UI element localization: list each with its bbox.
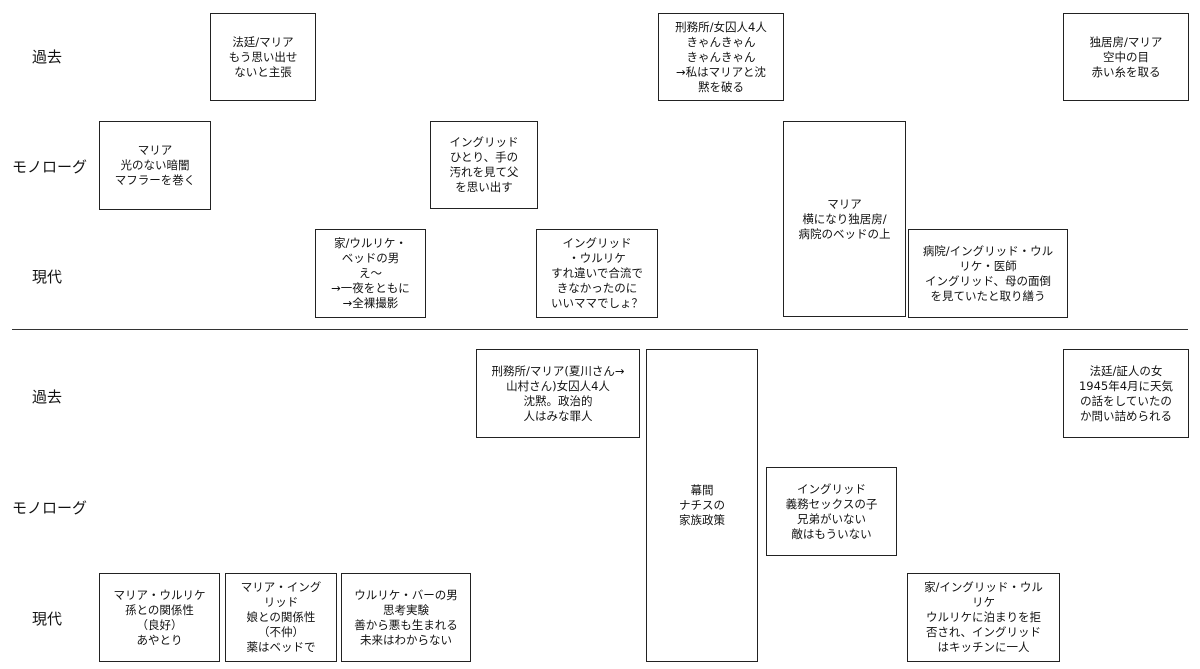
scene-text: マリア 光のない暗闇 マフラーを巻く xyxy=(114,143,196,187)
scene-text: ウルリケ・バーの男 思考実験 善から悪も生まれる 未来はわからない xyxy=(354,587,458,647)
scene-box: マリア・イング リッド 娘との関係性 （不仲） 薬はベッドで xyxy=(225,573,337,662)
scene-box: イングリッド ひとり、手の 汚れを見て父 を思い出す xyxy=(430,121,538,209)
scene-box: 病院/イングリッド・ウル リケ・医師 イングリッド、母の面倒 を見ていたと取り繕… xyxy=(908,229,1068,318)
scene-box: 幕間 ナチスの 家族政策 xyxy=(646,349,758,662)
scene-text: イングリッド 義務セックスの子 兄弟がいない 敵はもういない xyxy=(785,481,878,541)
section-divider xyxy=(12,329,1188,330)
scene-box: 刑務所/マリア(夏川さん→ 山村さん)女囚人4人 沈黙。政治的 人はみな罪人 xyxy=(476,349,640,438)
row-label-present-1: 現代 xyxy=(32,268,63,286)
scene-box: マリア 横になり独居房/ 病院のベッドの上 xyxy=(783,121,906,317)
scene-text: マリア 横になり独居房/ 病院のベッドの上 xyxy=(798,196,891,241)
row-label-monologue-1: モノローグ xyxy=(12,158,88,176)
scene-text: イングリッド ひとり、手の 汚れを見て父 を思い出す xyxy=(449,135,519,194)
row-label-monologue-2: モノローグ xyxy=(12,499,88,517)
row-label-present-2: 現代 xyxy=(32,610,63,628)
row-label-past-2: 過去 xyxy=(32,388,63,406)
scene-box: イングリッド ・ウルリケ すれ違いで合流で きなかったのに いいママでしょ？ xyxy=(536,229,658,318)
scene-box: 刑務所/女囚人4人 きゃんきゃん きゃんきゃん →私はマリアと沈 黙を破る xyxy=(658,13,784,101)
scene-box: マリア 光のない暗闇 マフラーを巻く xyxy=(99,121,211,210)
scene-text: マリア・ウルリケ 孫との関係性 （良好） あやとり xyxy=(113,587,206,647)
scene-text: 家/イングリッド・ウル リケ ウルリケに泊まりを拒 否され、イングリッド はキッ… xyxy=(924,580,1043,654)
scene-box: イングリッド 義務セックスの子 兄弟がいない 敵はもういない xyxy=(766,467,897,556)
scene-box: 独居房/マリア 空中の目 赤い糸を取る xyxy=(1063,13,1189,101)
scene-text: 刑務所/女囚人4人 きゃんきゃん きゃんきゃん →私はマリアと沈 黙を破る xyxy=(675,19,767,94)
scene-text: 家/ウルリケ・ ベッドの男 え〜 →一夜をともに →全裸撮影 xyxy=(331,236,410,310)
scene-text: マリア・イング リッド 娘との関係性 （不仲） 薬はベッドで xyxy=(240,580,322,654)
row-label-past-1: 過去 xyxy=(32,48,63,66)
scene-box: ウルリケ・バーの男 思考実験 善から悪も生まれる 未来はわからない xyxy=(341,573,471,662)
scene-box: マリア・ウルリケ 孫との関係性 （良好） あやとり xyxy=(99,573,220,662)
scene-text: イングリッド ・ウルリケ すれ違いで合流で きなかったのに いいママでしょ？ xyxy=(551,236,643,310)
scene-box: 法廷/マリア もう思い出せ ないと主張 xyxy=(210,13,316,101)
scene-text: 法廷/証人の女 1945年4月に天気 の話をしていたの か問い詰められる xyxy=(1078,363,1174,423)
scene-box: 法廷/証人の女 1945年4月に天気 の話をしていたの か問い詰められる xyxy=(1063,349,1189,438)
scene-text: 法廷/マリア もう思い出せ ないと主張 xyxy=(228,34,298,79)
scene-text: 刑務所/マリア(夏川さん→ 山村さん)女囚人4人 沈黙。政治的 人はみな罪人 xyxy=(491,363,625,423)
scene-box: 家/イングリッド・ウル リケ ウルリケに泊まりを拒 否され、イングリッド はキッ… xyxy=(907,573,1060,662)
scene-box: 家/ウルリケ・ ベッドの男 え〜 →一夜をともに →全裸撮影 xyxy=(315,229,426,318)
scene-text: 幕間 ナチスの 家族政策 xyxy=(679,483,725,527)
scene-text: 病院/イングリッド・ウル リケ・医師 イングリッド、母の面倒 を見ていたと取り繕… xyxy=(922,243,1054,303)
scene-text: 独居房/マリア 空中の目 赤い糸を取る xyxy=(1089,34,1163,79)
